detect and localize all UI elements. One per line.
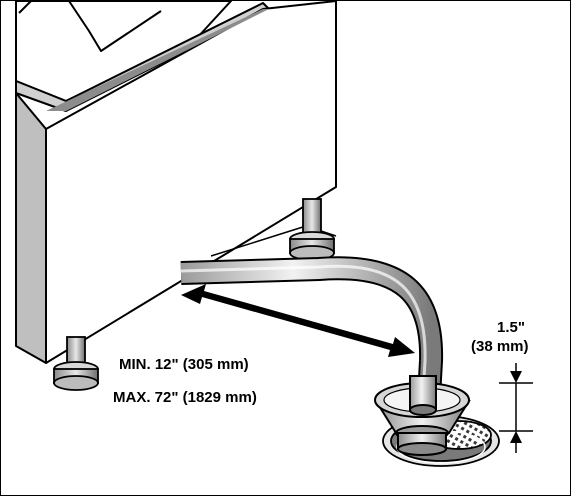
min-distance-label: MIN. 12" (305 mm) — [119, 356, 249, 373]
air-gap-inches-label: 1.5" — [497, 319, 525, 336]
leveling-leg-rear — [289, 198, 335, 261]
appliance-cabinet — [15, 1, 337, 364]
dimension-arrow-icon — [499, 363, 533, 453]
max-distance-label: MAX. 72" (1829 mm) — [113, 389, 257, 406]
double-arrow-icon — [181, 284, 415, 357]
leveling-leg-front — [53, 336, 99, 391]
air-gap-mm-label: (38 mm) — [471, 338, 529, 355]
drain-hose-icon — [180, 256, 444, 397]
air-gap-funnel — [374, 375, 471, 456]
